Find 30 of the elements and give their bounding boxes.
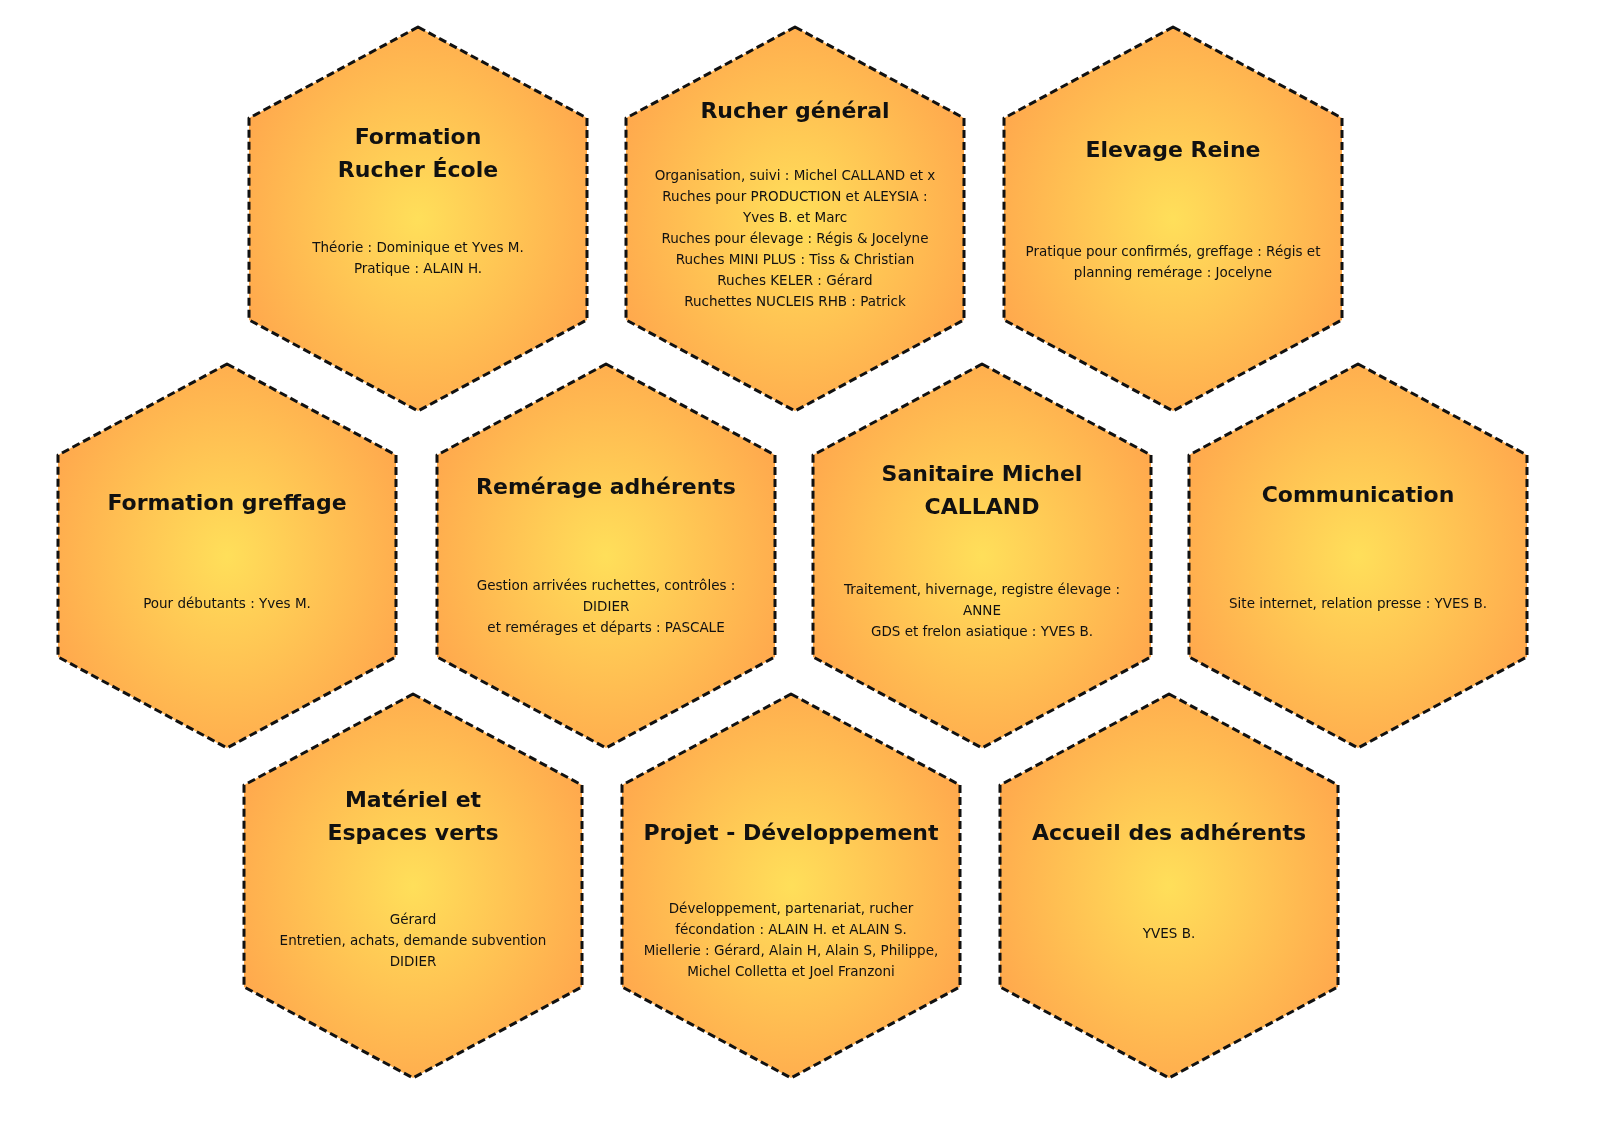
hexagon-text: YVES B.: [1141, 923, 1197, 943]
hexagon-text: Miellerie : Gérard, Alain H, Alain S, Philippe, Michel Colletta et Joel Franzoni: [642, 941, 940, 982]
hexagon-text: Ruchettes NUCLEIS RHB : Patrick: [683, 291, 907, 311]
hexagon-title: Rucher général: [699, 96, 891, 125]
hexagon-text: Site internet, relation presse : YVES B.: [1228, 593, 1488, 613]
hexagon-title: Formation Rucher École: [336, 123, 500, 185]
hexagon-text: Ruches pour PRODUCTION et ALEYSIA : Yves B. et Marc: [661, 186, 929, 227]
hexagon-title: Sanitaire Michel CALLAND: [880, 460, 1084, 522]
hexagon-text: Organisation, suivi : Michel CALLAND et x: [653, 165, 937, 185]
hexagon-title: Formation greffage: [106, 488, 348, 517]
hexagon-title: Matériel et Espaces verts: [326, 786, 500, 848]
hexagon-text: Développement, partenariat, rucher fécondation : ALAIN H. et ALAIN S.: [667, 899, 915, 940]
hexagon-title: Accueil des adhérents: [1030, 818, 1308, 847]
hexagon-text: Gérard: [388, 909, 438, 929]
hexagon-text: Ruches MINI PLUS : Tiss & Christian: [674, 249, 916, 269]
hexagon-text: Pour débutants : Yves M.: [142, 593, 312, 613]
hexagon-title: Projet - Développement: [642, 818, 940, 847]
hexagon-text: GDS et frelon asiatique : YVES B.: [869, 621, 1095, 641]
hexagon-title: Communication: [1260, 480, 1456, 509]
hexagon-text: Ruches KELER : Gérard: [716, 270, 874, 290]
hexagon-title: Remérage adhérents: [475, 472, 737, 501]
hexagon-text: Ruches pour élevage : Régis & Jocelyne: [660, 228, 930, 248]
hexagon-text: Théorie : Dominique et Yves M.: [311, 237, 525, 257]
hexagon-text: Entretien, achats, demande subvention: [278, 930, 548, 950]
hexagon-text: DIDIER: [388, 951, 438, 971]
hexagon-text: et remérages et départs : PASCALE: [486, 617, 726, 637]
hexagon-text: Pratique : ALAIN H.: [352, 258, 484, 278]
hexagon-text: Pratique pour confirmés, greffage : Régis et planning remérage : Jocelyne: [1024, 241, 1322, 282]
hexagon-title: Elevage Reine: [1084, 135, 1262, 164]
hexagon-text: Traitement, hivernage, registre élevage : ANNE: [843, 579, 1121, 620]
